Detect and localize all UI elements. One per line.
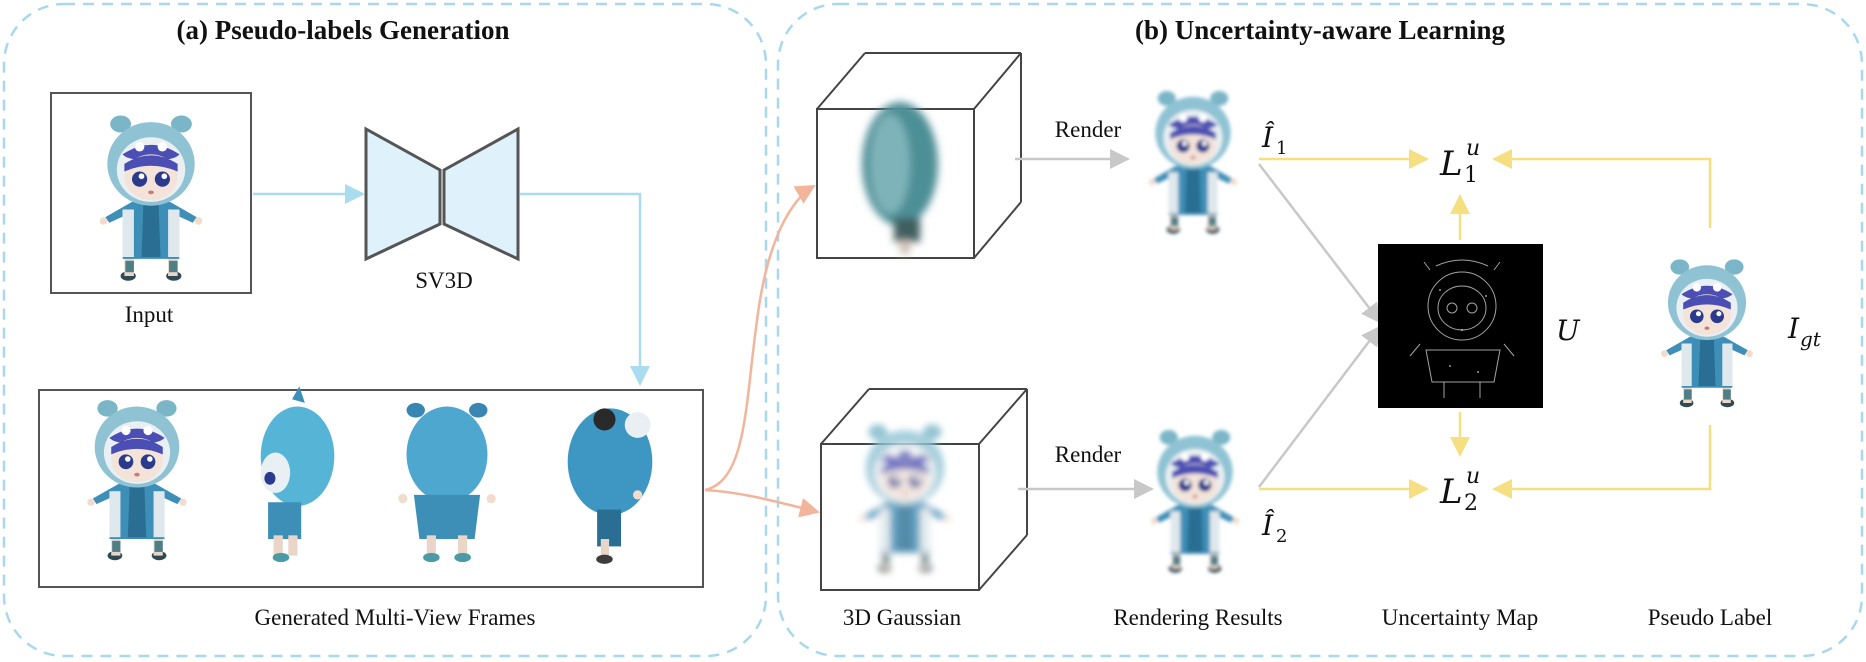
loss-2-base: L (1439, 472, 1463, 512)
arrow-pseudo-to-loss2 (1492, 425, 1712, 499)
frame-view-2 (260, 386, 335, 563)
arrow-render1-to-uncertainty (1258, 163, 1382, 324)
render-symbol-2-sub: 2 (1276, 526, 1287, 547)
loss-2: L u 2 (1439, 464, 1480, 516)
frame-view-3 (398, 402, 496, 563)
panel-a-title: (a) Pseudo-labels Generation (177, 15, 510, 45)
panel-b-title: (b) Uncertainty-aware Learning (1135, 15, 1505, 45)
sv3d-label: SV3D (415, 268, 473, 293)
panel-b-border (776, 2, 1864, 658)
render-symbol-1-sub: 1 (1276, 138, 1287, 159)
loss-2-sub: 2 (1464, 491, 1478, 516)
render-symbol-1-base: Î (1261, 121, 1275, 154)
rendered-result-top (1148, 91, 1238, 234)
pseudo-label-figure (1661, 259, 1753, 408)
loss-1-sub: 1 (1464, 163, 1478, 188)
gt-symbol-sub: gt (1800, 327, 1822, 351)
render-label-top: Render (1055, 117, 1122, 142)
label-rendering-results: Rendering Results (1113, 605, 1282, 630)
gaussian-cube-bottom (820, 388, 1028, 591)
arrow-render2-to-uncertainty (1258, 325, 1382, 488)
gt-symbol: I gt (1787, 312, 1822, 351)
gaussian-cube-top (816, 52, 1022, 259)
gt-symbol-base: I (1787, 312, 1800, 345)
render-symbol-2: Î 2 (1261, 509, 1287, 547)
rendered-result-bottom (1150, 430, 1240, 573)
loss-1-base: L (1439, 144, 1463, 184)
frames-label: Generated Multi-View Frames (255, 605, 536, 630)
arrow-frames-to-cube-top (704, 184, 816, 492)
label-3d-gaussian: 3D Gaussian (843, 605, 962, 630)
label-pseudo-label: Pseudo Label (1648, 605, 1773, 630)
render-symbol-1: Î 1 (1261, 121, 1287, 159)
loss-1: L u 1 (1439, 136, 1480, 188)
frame-view-4 (567, 408, 653, 564)
uncertainty-symbol: U (1556, 314, 1581, 347)
render-symbol-2-base: Î (1261, 509, 1275, 542)
sv3d-model-icon (364, 126, 520, 262)
input-label: Input (125, 302, 174, 327)
label-uncertainty-map: Uncertainty Map (1382, 605, 1538, 630)
loss-1-sup: u (1466, 136, 1480, 161)
arrow-frames-to-cube-bottom (704, 488, 820, 518)
render-label-bottom: Render (1055, 442, 1122, 467)
arrow-pseudo-to-loss1 (1492, 149, 1712, 228)
loss-2-sup: u (1466, 464, 1480, 489)
uncertainty-map-image (1378, 244, 1543, 408)
arrow-sv3d-to-frames (520, 192, 650, 386)
panel-a-border (2, 2, 768, 658)
